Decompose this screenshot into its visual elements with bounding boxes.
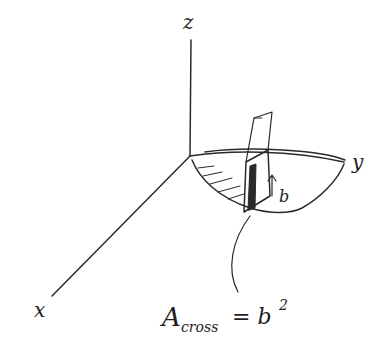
axis-label: z bbox=[183, 12, 194, 32]
superscript-label: 2 bbox=[279, 298, 288, 312]
area-label: = b bbox=[232, 306, 272, 328]
dimension-label: b bbox=[279, 189, 289, 205]
base-curve bbox=[192, 160, 344, 213]
base-rim bbox=[205, 149, 345, 160]
subscript-label: cross bbox=[181, 320, 218, 334]
slice-edge bbox=[254, 118, 262, 119]
slice-top bbox=[246, 112, 272, 162]
leader-line bbox=[232, 216, 250, 292]
area-label: A bbox=[162, 304, 181, 330]
axis-label: y bbox=[352, 152, 363, 172]
z-axis bbox=[190, 40, 191, 156]
square-slice bbox=[244, 150, 270, 212]
x-axis bbox=[52, 156, 190, 296]
axis-label: x bbox=[34, 300, 45, 320]
slice-shade bbox=[248, 164, 256, 210]
b-arrow bbox=[268, 175, 276, 196]
base-shading bbox=[198, 166, 244, 199]
